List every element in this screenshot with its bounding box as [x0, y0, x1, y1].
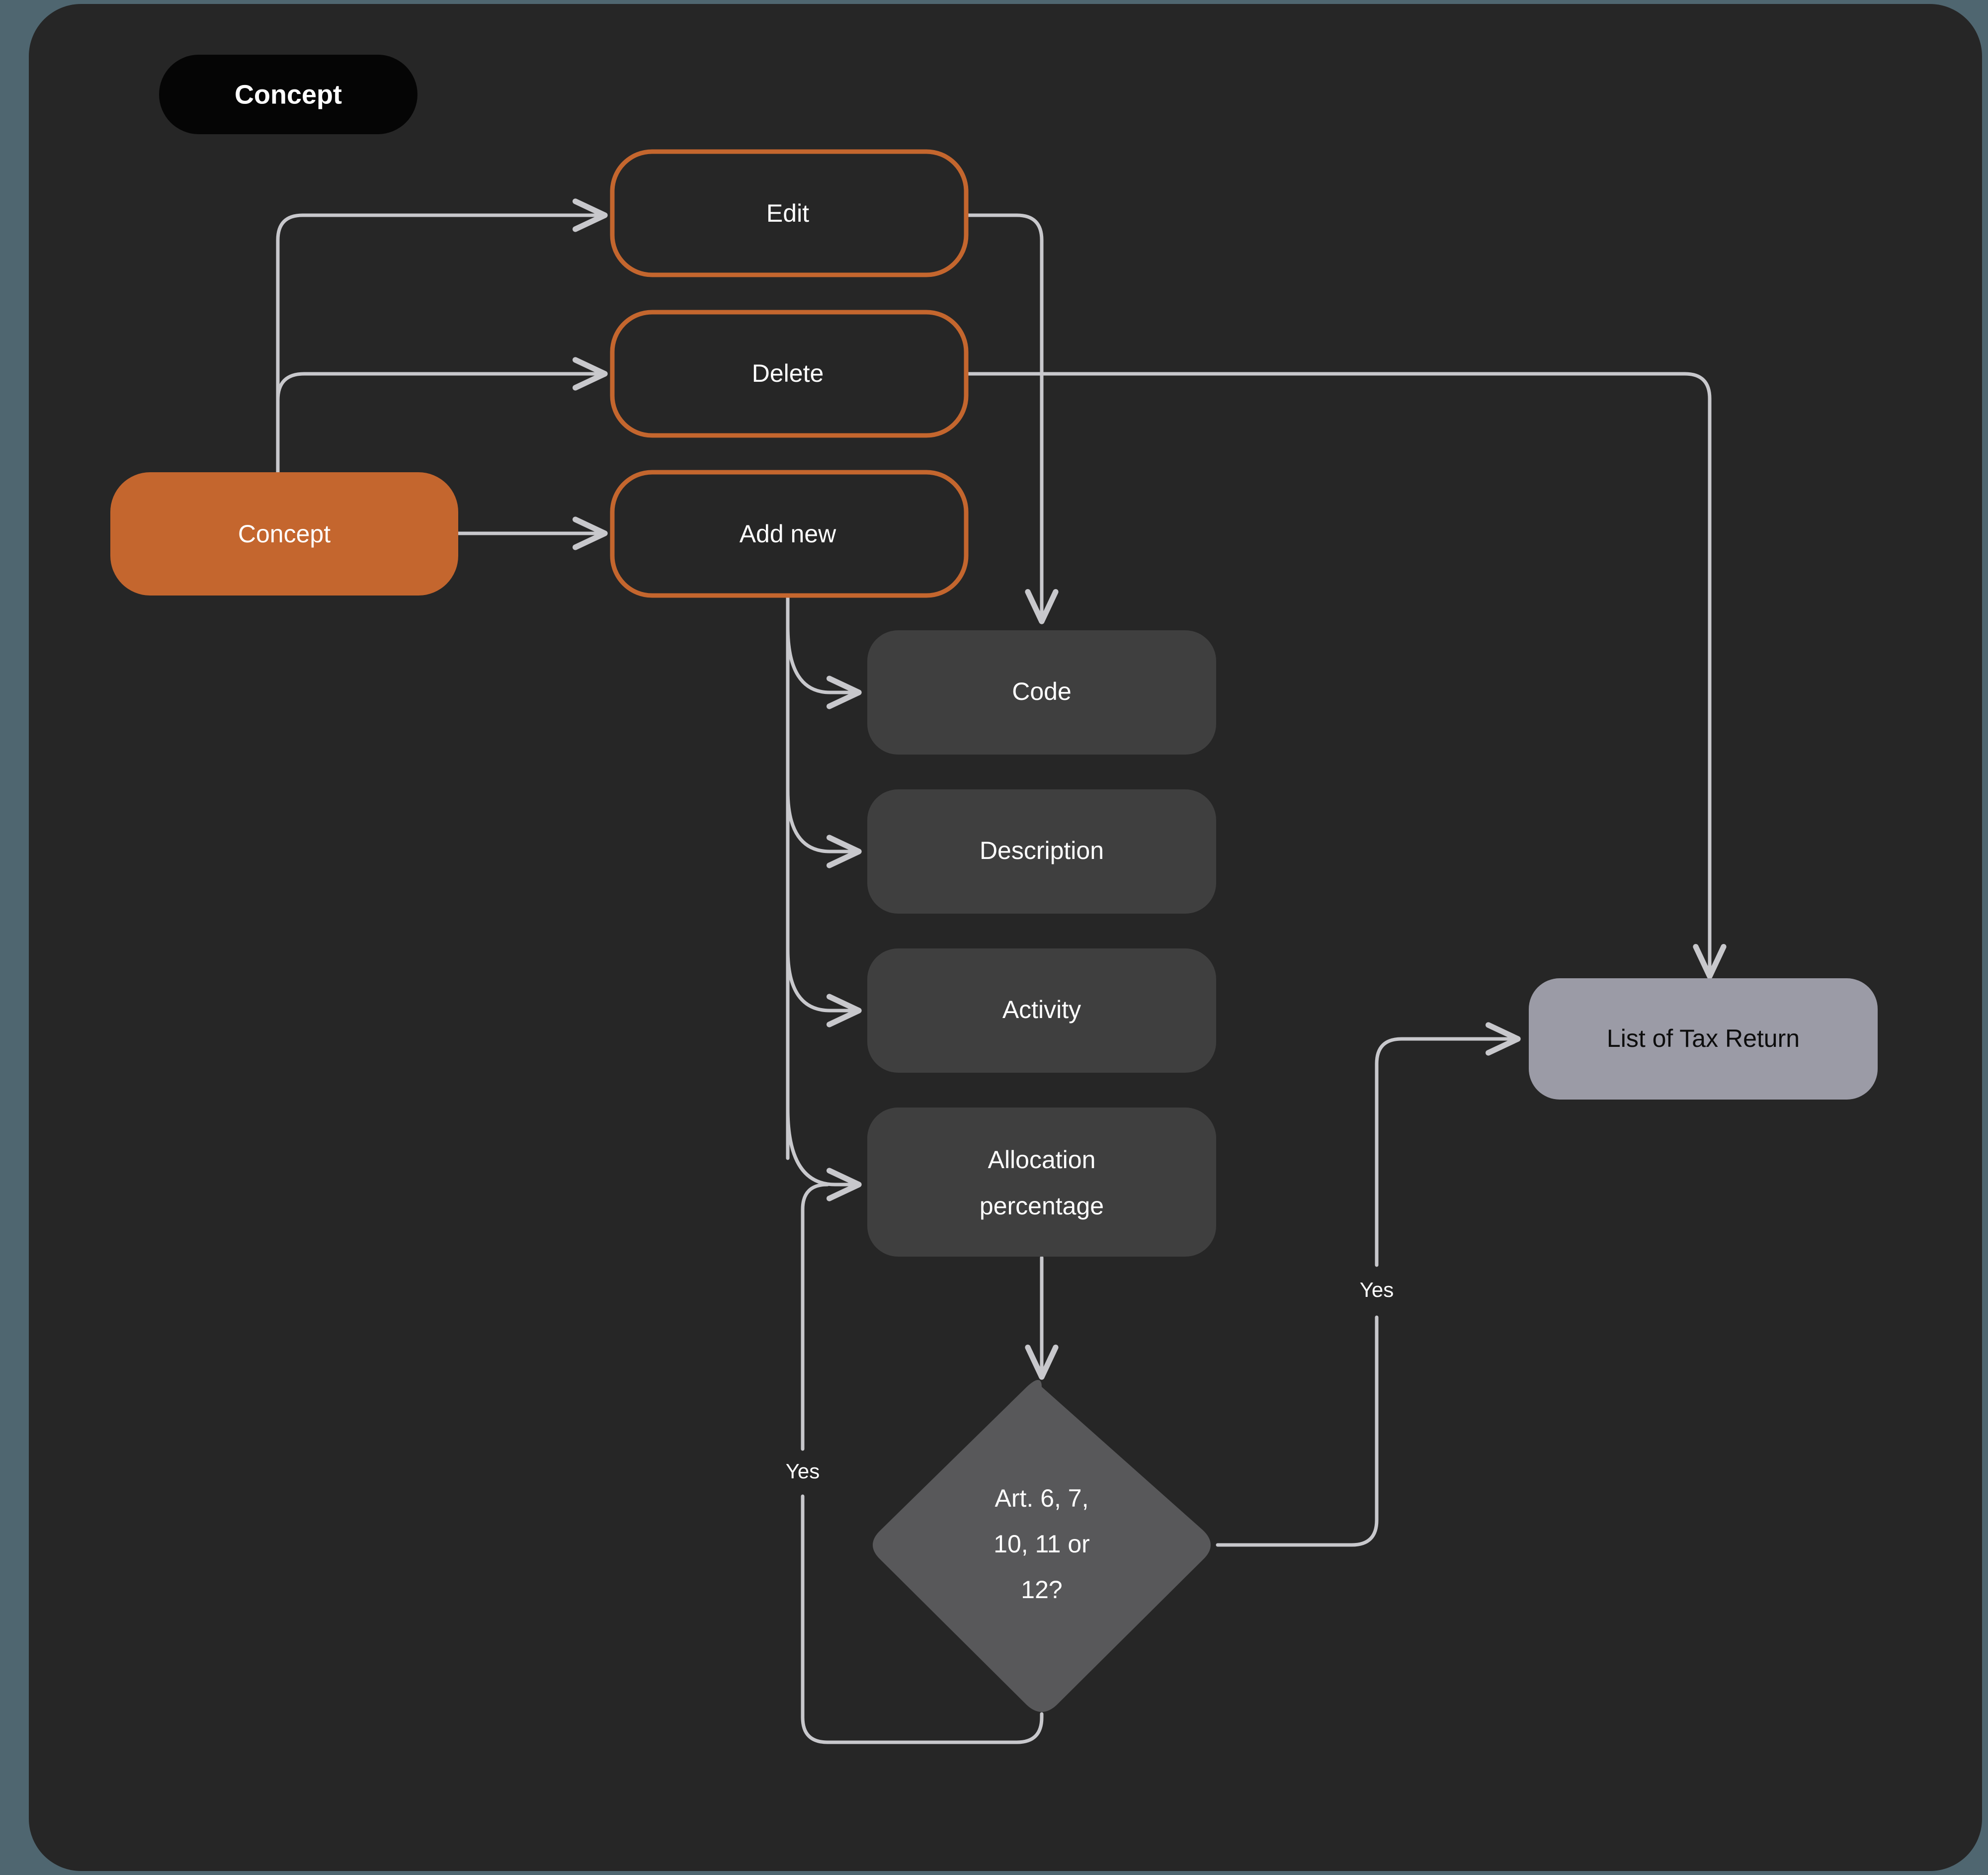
node-edit-shape[interactable]: [610, 149, 969, 277]
node-allocation-percentage-label-line1: Allocation: [988, 1146, 1096, 1174]
node-code[interactable]: Code: [867, 630, 1216, 755]
node-code-label: Code: [1012, 678, 1072, 705]
edge-decision-yes-to-list-of-tax-return: [1216, 1039, 1517, 1547]
edge-concept-to-edit: [276, 198, 608, 474]
node-add-new-label: Add new: [740, 520, 836, 548]
edge-add-new-to-allocation-percentage: [786, 1107, 862, 1201]
edge-label-decision-yes-right: Yes: [1360, 1278, 1394, 1301]
node-decision-label-line3: 12?: [1021, 1576, 1062, 1604]
node-add-new-shape[interactable]: [610, 470, 969, 598]
node-activity-label: Activity: [1002, 996, 1081, 1023]
node-delete[interactable]: Delete: [610, 310, 969, 438]
diagram-title-badge: Concept: [159, 55, 417, 134]
node-description[interactable]: Description: [867, 789, 1216, 914]
edge-delete-to-list-of-tax-return: [964, 372, 1727, 979]
node-activity[interactable]: Activity: [867, 948, 1216, 1073]
node-description-shape[interactable]: [867, 789, 1216, 914]
node-allocation-percentage-label-line2: percentage: [980, 1192, 1104, 1220]
diagram-title: Concept: [235, 80, 342, 109]
node-add-new[interactable]: Add new: [610, 470, 969, 598]
node-allocation-percentage-shape[interactable]: [867, 1108, 1216, 1257]
node-allocation-percentage[interactable]: Allocation percentage: [867, 1108, 1216, 1257]
node-decision-label-line1: Art. 6, 7,: [995, 1484, 1089, 1512]
edge-decision-yes-to-allocation-percentage: [801, 1183, 1044, 1744]
node-list-of-tax-return[interactable]: List of Tax Return: [1529, 978, 1878, 1100]
edge-concept-to-delete: [276, 357, 608, 402]
node-delete-shape[interactable]: [610, 310, 969, 438]
node-concept[interactable]: Concept: [110, 472, 458, 596]
edge-edit-to-code: [964, 213, 1059, 624]
node-edit[interactable]: Edit: [610, 149, 969, 277]
edge-label-decision-yes-left: Yes: [786, 1459, 820, 1483]
node-concept-label: Concept: [238, 520, 331, 548]
edge-add-new-to-description: [786, 788, 862, 868]
edge-add-new-to-activity: [786, 947, 862, 1027]
node-activity-shape[interactable]: [867, 948, 1216, 1073]
node-decision-label-line2: 10, 11 or: [994, 1530, 1090, 1558]
node-list-of-tax-return-label: List of Tax Return: [1607, 1024, 1800, 1052]
node-code-shape[interactable]: [867, 630, 1216, 755]
node-description-label: Description: [980, 837, 1104, 864]
node-decision-shape[interactable]: [873, 1380, 1211, 1712]
edge-add-new-to-code: [786, 624, 862, 709]
node-concept-shape[interactable]: [110, 472, 458, 596]
node-list-of-tax-return-shape[interactable]: [1529, 978, 1878, 1100]
node-delete-label: Delete: [752, 359, 824, 387]
node-decision[interactable]: Art. 6, 7, 10, 11 or 12?: [873, 1380, 1211, 1712]
node-edit-label: Edit: [766, 199, 809, 227]
title-pill-shape: [159, 55, 417, 134]
